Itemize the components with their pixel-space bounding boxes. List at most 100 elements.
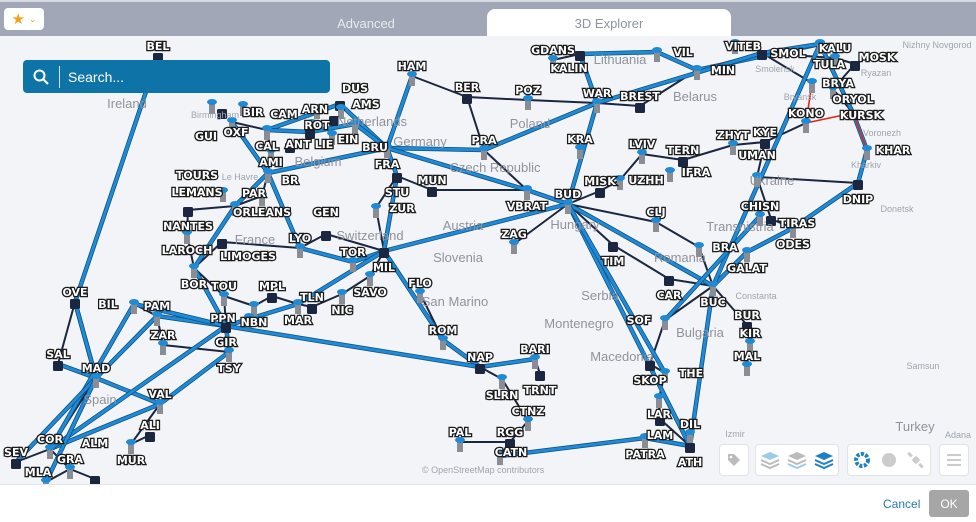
node-zur[interactable]: [371, 203, 381, 218]
fiber-link[interactable]: [411, 75, 468, 98]
node-ctnz[interactable]: [523, 416, 533, 431]
network-link[interactable]: [818, 42, 855, 115]
node-vil[interactable]: [652, 47, 662, 62]
fiber-link[interactable]: [130, 403, 161, 445]
node-kalin[interactable]: [575, 51, 585, 61]
node-zar[interactable]: [158, 340, 168, 355]
node-zhyt[interactable]: [728, 140, 738, 155]
node-gui[interactable]: [227, 117, 237, 132]
network-link[interactable]: [655, 50, 699, 72]
favorites-dropdown[interactable]: ★ ⌄: [4, 8, 44, 30]
node-the[interactable]: [660, 368, 670, 383]
node-nantes[interactable]: [183, 207, 193, 217]
node-lviv[interactable]: [637, 149, 647, 164]
node-catn[interactable]: [495, 451, 505, 466]
node-flo[interactable]: [415, 288, 425, 303]
node-mil[interactable]: [379, 248, 389, 258]
node-stu[interactable]: [392, 173, 402, 183]
fiber-link[interactable]: [15, 448, 51, 463]
node-bor[interactable]: [189, 263, 199, 278]
node-ove[interactable]: [70, 299, 80, 309]
node-mla[interactable]: [41, 477, 51, 484]
node-galat[interactable]: [742, 247, 752, 262]
node-tula[interactable]: [850, 61, 860, 71]
node-arn[interactable]: [336, 104, 346, 119]
fiber-link[interactable]: [483, 149, 528, 191]
network-link[interactable]: [224, 302, 300, 328]
fiber-link[interactable]: [596, 102, 641, 107]
node-lemans[interactable]: [218, 187, 228, 202]
fiber-link[interactable]: [527, 99, 598, 104]
network-link[interactable]: [266, 171, 302, 250]
node-patra[interactable]: [640, 433, 650, 448]
layers-gray-icon[interactable]: [786, 450, 808, 470]
layers-light-icon[interactable]: [759, 450, 781, 470]
network-link[interactable]: [233, 171, 270, 208]
node-ham[interactable]: [407, 71, 417, 86]
network-link[interactable]: [482, 101, 599, 152]
search-input[interactable]: [60, 68, 310, 85]
node-gen[interactable]: [321, 231, 331, 241]
node-ein[interactable]: [329, 116, 339, 126]
network-link[interactable]: [385, 146, 529, 192]
node-car[interactable]: [664, 276, 674, 286]
node-bur[interactable]: [742, 322, 752, 332]
fiber-link[interactable]: [396, 175, 433, 191]
fiber-link[interactable]: [513, 203, 569, 245]
node-vbrat[interactable]: [522, 185, 532, 200]
node-tern[interactable]: [678, 157, 688, 167]
node-kye[interactable]: [760, 139, 770, 149]
node-lam[interactable]: [655, 416, 665, 426]
node-odes[interactable]: [788, 223, 798, 238]
node-rgg[interactable]: [505, 439, 515, 449]
network-link[interactable]: [296, 249, 386, 306]
node-misk[interactable]: [595, 188, 605, 198]
fiber-link[interactable]: [668, 278, 714, 287]
fiber-link[interactable]: [756, 176, 859, 184]
node-min[interactable]: [692, 65, 702, 80]
node-kir[interactable]: [745, 338, 755, 353]
node-brest[interactable]: [635, 103, 645, 113]
fiber-link[interactable]: [567, 203, 657, 223]
network-link[interactable]: [385, 146, 486, 152]
fiber-link[interactable]: [612, 244, 670, 280]
node-tours[interactable]: [230, 201, 240, 216]
menu-button[interactable]: [939, 444, 969, 476]
fiber-link[interactable]: [221, 241, 301, 249]
node-mosk[interactable]: [815, 39, 825, 54]
ok-button[interactable]: OK: [929, 490, 969, 517]
node-tim[interactable]: [608, 242, 618, 252]
settings-icon[interactable]: [853, 451, 871, 469]
cancel-button[interactable]: Cancel: [883, 497, 921, 511]
node-dil[interactable]: [685, 429, 695, 444]
node-lie[interactable]: [327, 130, 337, 145]
node-sev[interactable]: [11, 459, 21, 469]
network-link[interactable]: [566, 202, 715, 288]
node-rom[interactable]: [438, 335, 448, 350]
fiber-link[interactable]: [311, 293, 343, 308]
network-link[interactable]: [382, 249, 445, 342]
node-bra[interactable]: [694, 242, 704, 257]
network-link[interactable]: [48, 324, 228, 451]
node-bari[interactable]: [530, 354, 540, 369]
node-savo[interactable]: [365, 271, 375, 286]
fiber-link[interactable]: [764, 122, 807, 143]
node-tou[interactable]: [219, 291, 229, 306]
node-bru[interactable]: [305, 129, 315, 139]
node-br[interactable]: [285, 143, 295, 153]
node-uman[interactable]: [752, 172, 762, 187]
node-ppn[interactable]: [244, 313, 254, 328]
node-khar[interactable]: [862, 145, 872, 160]
node-ath[interactable]: [685, 443, 695, 453]
network-link[interactable]: [132, 302, 228, 328]
network-link[interactable]: [353, 122, 389, 150]
node-lyo[interactable]: [295, 243, 305, 258]
network-link[interactable]: [382, 202, 570, 253]
node-buc[interactable]: [708, 281, 718, 296]
network-link[interactable]: [385, 74, 414, 150]
node-ami[interactable]: [266, 147, 276, 162]
tab-3d-explorer[interactable]: 3D Explorer: [487, 9, 731, 38]
node-kursk[interactable]: [848, 110, 858, 120]
node-mad[interactable]: [91, 373, 101, 388]
node-gir[interactable]: [221, 323, 231, 333]
